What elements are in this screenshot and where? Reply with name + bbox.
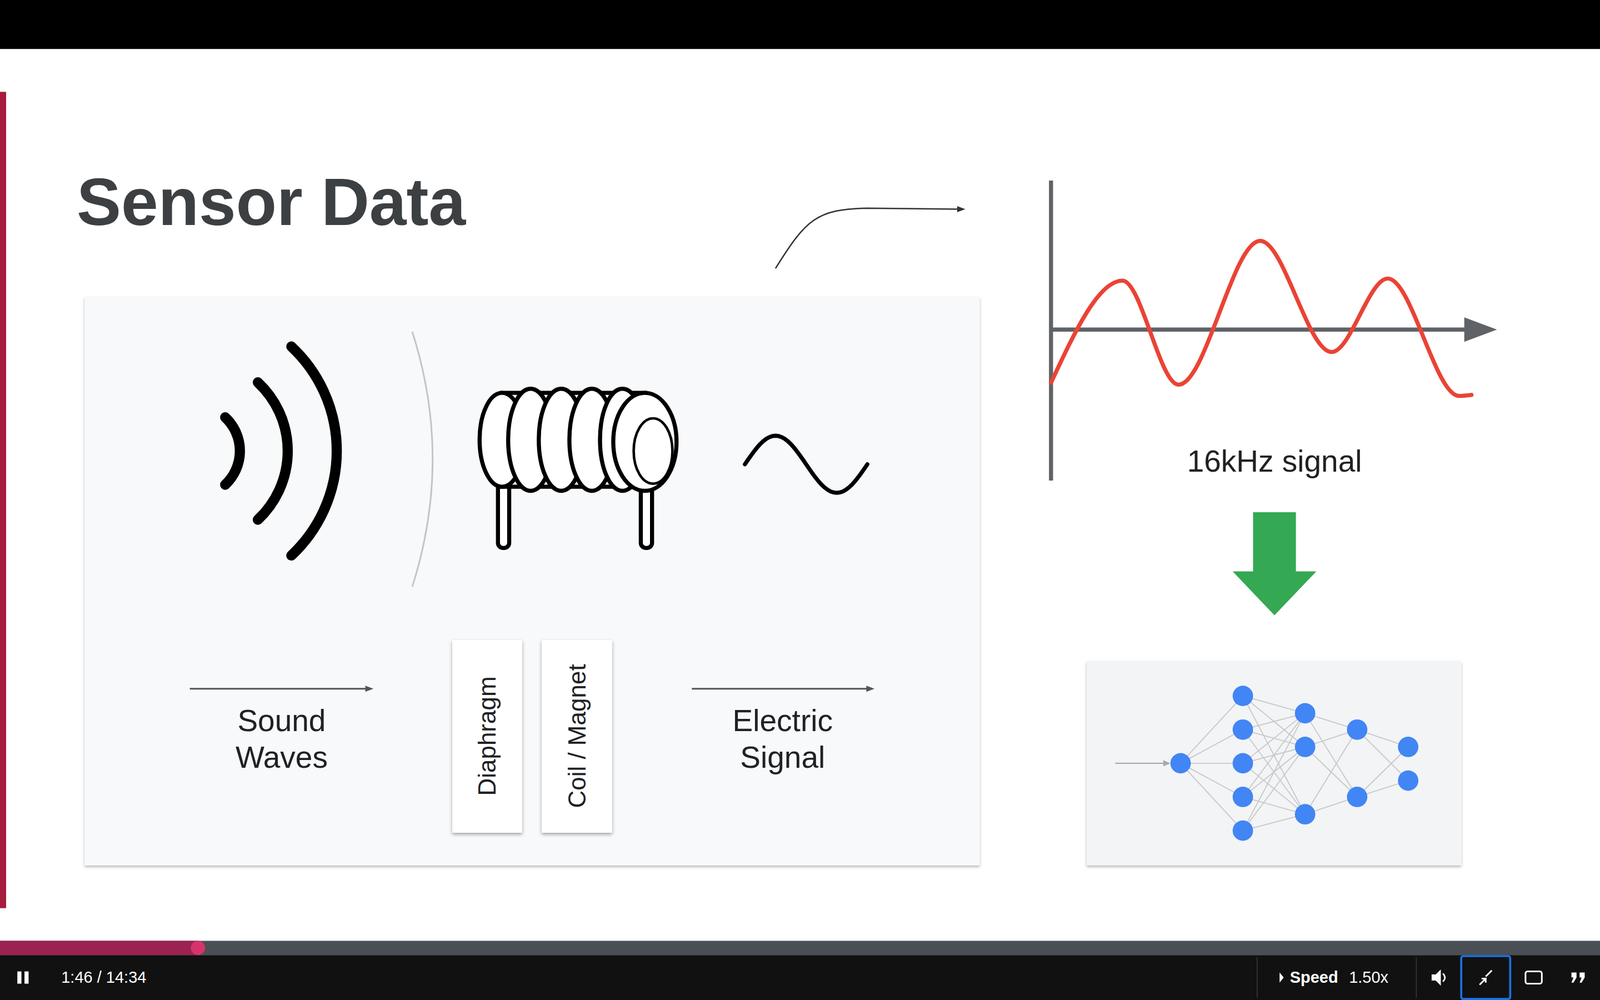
network-neuron bbox=[1346, 786, 1368, 808]
neural-network-icon bbox=[1115, 685, 1419, 841]
component-label: Diaphragm bbox=[475, 676, 500, 797]
coil-icon bbox=[479, 388, 677, 549]
down-arrow bbox=[1232, 512, 1317, 616]
network-neuron bbox=[1397, 770, 1419, 792]
panel bbox=[84, 296, 980, 865]
network-neuron bbox=[1232, 820, 1254, 842]
network-link bbox=[1242, 696, 1305, 748]
signal-chart bbox=[1051, 180, 1498, 481]
diagram-label: 16kHz signal bbox=[1130, 442, 1419, 480]
network-neuron bbox=[1295, 736, 1316, 758]
video-player-bar bbox=[0, 940, 1600, 1000]
player-control-text: 1:46 / 14:34 bbox=[61, 967, 147, 988]
sine-icon bbox=[745, 435, 868, 493]
network-link bbox=[1357, 746, 1409, 797]
diagram-label: Sound Waves bbox=[215, 702, 349, 776]
network-neuron bbox=[1295, 803, 1316, 825]
diagram-label: Electric Signal bbox=[705, 702, 861, 776]
player-control-text: 1.50x bbox=[1348, 967, 1389, 988]
network-neuron bbox=[1397, 736, 1419, 758]
network-neuron bbox=[1232, 719, 1254, 740]
network-neuron bbox=[1295, 703, 1316, 724]
diaphragm-line bbox=[412, 331, 433, 587]
network-panel bbox=[1086, 661, 1462, 865]
accent-bar bbox=[0, 91, 7, 908]
network-neuron bbox=[1170, 753, 1192, 774]
network-neuron bbox=[1232, 786, 1254, 808]
network-neuron bbox=[1232, 685, 1254, 707]
slide-title: Sensor Data bbox=[76, 168, 466, 235]
flow-arrows bbox=[190, 685, 875, 692]
player-control-text: Speed bbox=[1290, 967, 1339, 988]
component-box: Diaphragm bbox=[452, 640, 523, 833]
pointer-arrow bbox=[775, 206, 966, 269]
network-link bbox=[1180, 729, 1243, 764]
network-neuron bbox=[1346, 719, 1368, 740]
sound-wave-icon bbox=[225, 346, 337, 556]
network-neuron bbox=[1232, 753, 1254, 774]
network-link bbox=[1180, 763, 1243, 798]
component-box: Coil / Magnet bbox=[541, 640, 613, 833]
component-label: Coil / Magnet bbox=[565, 664, 590, 809]
top-bar bbox=[0, 0, 1600, 49]
